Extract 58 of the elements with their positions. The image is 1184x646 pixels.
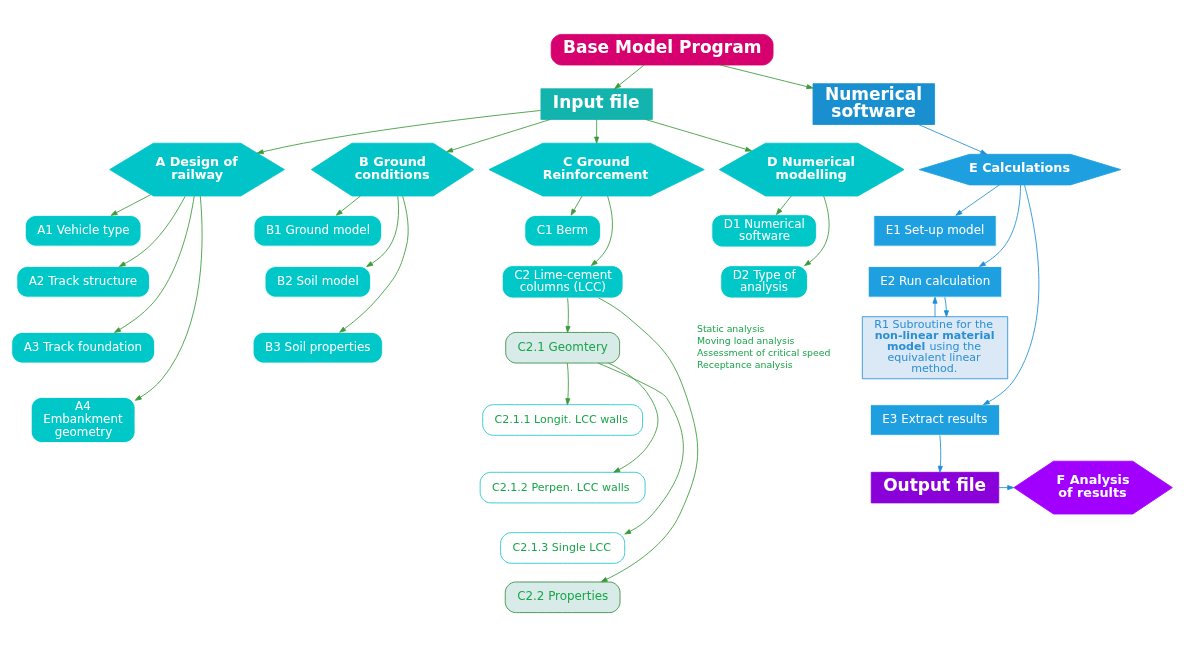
node-box: A1 Vehicle type bbox=[24, 214, 142, 247]
node-box: E1 Set-up model bbox=[873, 214, 997, 247]
node-box: C2.1.2 Perpen. LCC walls bbox=[479, 471, 646, 503]
arrow bbox=[932, 296, 938, 317]
arrow bbox=[918, 123, 988, 155]
arrow bbox=[134, 195, 203, 401]
arrow bbox=[565, 297, 571, 333]
node-box: R1 Subroutine for the non-linear material model using the equivalent linear method. bbox=[861, 315, 1009, 379]
node-box: E3 Extract results bbox=[869, 403, 1001, 436]
arrow bbox=[366, 195, 399, 267]
arrow bbox=[776, 195, 792, 215]
node-label: Static analysis bbox=[696, 322, 765, 334]
arrow bbox=[978, 184, 1021, 267]
arrow bbox=[570, 195, 583, 216]
node-label: Receptance analysis bbox=[696, 358, 793, 370]
node-box: Base Model Program bbox=[550, 33, 774, 65]
node-box: C2.1 Geomtery bbox=[505, 331, 621, 363]
node-label: Moving load analysis bbox=[696, 334, 795, 346]
node-box: B3 Soil properties bbox=[252, 331, 383, 363]
node-box: E2 Run calculation bbox=[867, 265, 1003, 298]
node-box: A4 Embankment geometry bbox=[30, 396, 136, 443]
arrow bbox=[256, 109, 542, 154]
node-box: A3 Track foundation bbox=[11, 331, 155, 363]
node-box: A2 Track structure bbox=[16, 265, 150, 298]
arrow bbox=[614, 64, 645, 89]
node-box: B2 Soil model bbox=[264, 265, 371, 298]
arrow bbox=[114, 195, 195, 333]
arrow bbox=[118, 195, 186, 267]
node-box: Numerical software bbox=[812, 82, 935, 125]
arrow bbox=[446, 118, 551, 152]
arrow bbox=[645, 118, 753, 152]
node-box: D1 Numerical software bbox=[711, 213, 817, 247]
arrow bbox=[565, 362, 571, 405]
arrow bbox=[590, 195, 613, 266]
node-box: C2.1.1 Longit. LCC walls bbox=[482, 403, 643, 436]
arrow bbox=[804, 195, 830, 266]
arrow bbox=[998, 484, 1015, 490]
arrow bbox=[937, 434, 943, 473]
arrow bbox=[594, 118, 600, 143]
arrow bbox=[597, 362, 684, 534]
arrow bbox=[982, 184, 1040, 405]
node-label: Assessment of critical speed bbox=[696, 346, 831, 358]
node-box: C2.2 Properties bbox=[504, 581, 621, 613]
node-box: C2.1.3 Single LCC bbox=[500, 531, 626, 564]
arrow bbox=[339, 195, 409, 333]
arrow bbox=[719, 64, 814, 89]
node-box: Output file bbox=[870, 471, 1000, 503]
node-box: Input file bbox=[540, 87, 653, 120]
node-box: C1 Berm bbox=[524, 214, 601, 247]
node-box: D2 Type of analysis bbox=[720, 264, 808, 298]
arrow bbox=[943, 296, 949, 317]
arrow bbox=[335, 195, 361, 216]
arrow bbox=[608, 362, 659, 473]
arrow bbox=[598, 297, 699, 582]
arrow bbox=[110, 193, 152, 216]
node-box: B1 Ground model bbox=[253, 214, 382, 247]
arrow bbox=[955, 184, 1000, 216]
node-box: C2 Lime-cement columns (LCC) bbox=[501, 264, 624, 298]
